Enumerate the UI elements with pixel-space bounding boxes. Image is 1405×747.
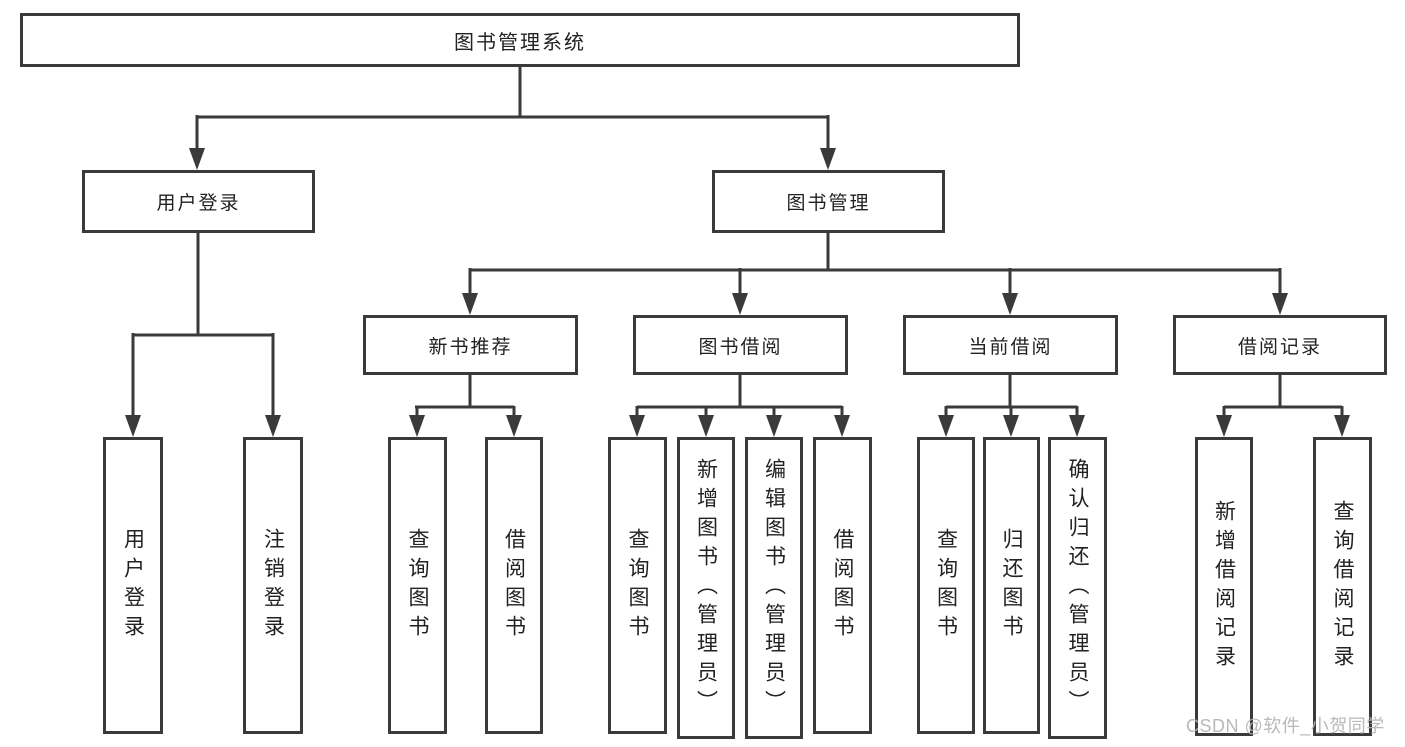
leaf-bookborrow-query-label: 查询图书 (626, 527, 649, 644)
leaf-newbook-borrow-label: 借阅图书 (502, 527, 526, 644)
leaf-record-query-label: 查询借阅记录 (1331, 499, 1354, 674)
leaf-current-query: 查询图书 (917, 437, 975, 734)
leaf-current-return: 归还图书 (983, 437, 1040, 734)
leaf-newbook-borrow: 借阅图书 (485, 437, 543, 734)
leaf-newbook-query-label: 查询图书 (406, 527, 429, 644)
leaf-bookborrow-edit: 编辑图书（管理员） (745, 437, 803, 739)
leaf-bookborrow-add-label: 新增图书（管理员） (694, 457, 718, 719)
node-borrow-record: 借阅记录 (1173, 315, 1387, 375)
node-borrow-record-label: 借阅记录 (1237, 336, 1322, 358)
node-book-borrow-label: 图书借阅 (698, 336, 783, 358)
leaf-bookborrow-edit-label: 编辑图书（管理员） (762, 457, 786, 719)
leaf-bookborrow-borrow-label: 借阅图书 (831, 527, 854, 644)
node-current-borrow: 当前借阅 (903, 315, 1118, 375)
leaf-logout: 注销登录 (243, 437, 303, 734)
leaf-newbook-query: 查询图书 (388, 437, 447, 734)
leaf-record-add: 新增借阅记录 (1195, 437, 1253, 736)
leaf-record-add-label: 新增借阅记录 (1212, 499, 1236, 674)
node-root: 图书管理系统 (20, 13, 1020, 67)
leaf-bookborrow-query: 查询图书 (608, 437, 667, 734)
node-user-login: 用户登录 (82, 170, 315, 233)
leaf-current-confirm-label: 确认归还（管理员） (1066, 457, 1089, 719)
leaf-bookborrow-borrow: 借阅图书 (813, 437, 872, 734)
watermark: CSDN @软件_小贺同学 (1186, 716, 1385, 736)
leaf-current-query-label: 查询图书 (934, 527, 958, 644)
leaf-user-login: 用户登录 (103, 437, 163, 734)
node-root-label: 图书管理系统 (454, 31, 586, 54)
leaf-record-query: 查询借阅记录 (1313, 437, 1372, 736)
leaf-user-login-label: 用户登录 (121, 527, 145, 644)
node-book-borrow: 图书借阅 (633, 315, 848, 375)
node-new-book-recommend: 新书推荐 (363, 315, 578, 375)
node-new-book-recommend-label: 新书推荐 (428, 336, 513, 358)
node-current-borrow-label: 当前借阅 (968, 336, 1053, 358)
node-book-management-label: 图书管理 (786, 193, 871, 214)
leaf-current-confirm: 确认归还（管理员） (1048, 437, 1107, 739)
leaf-bookborrow-add: 新增图书（管理员） (677, 437, 735, 739)
arrowheads (125, 148, 1350, 437)
node-book-management: 图书管理 (712, 170, 945, 233)
leaf-current-return-label: 归还图书 (1000, 527, 1023, 644)
node-user-login-label: 用户登录 (156, 193, 241, 214)
leaf-logout-label: 注销登录 (261, 527, 285, 644)
